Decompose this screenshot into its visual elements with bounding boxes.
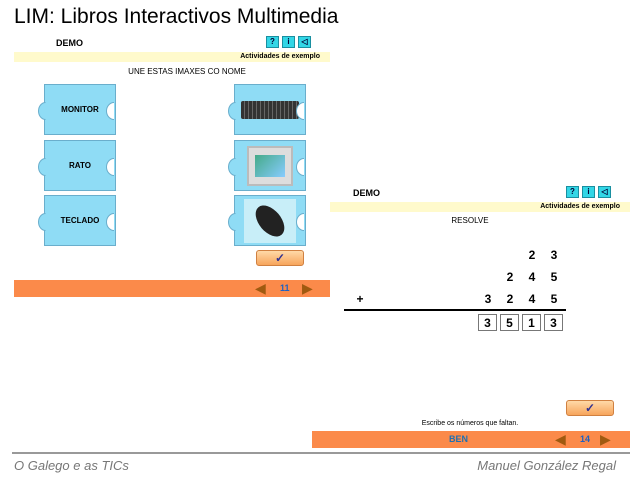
prev-arrow-icon[interactable]: ◀: [255, 280, 266, 296]
digit: [478, 248, 498, 270]
digit: 4: [528, 292, 536, 306]
activity-name: DEMO: [56, 38, 83, 48]
help-icon[interactable]: ?: [266, 36, 279, 48]
toolbar-icons: ? i ◁: [566, 186, 611, 198]
word-piece-rato[interactable]: RATO: [44, 140, 116, 191]
footer-divider: [12, 452, 630, 454]
answer-input[interactable]: 5: [500, 314, 519, 331]
answer-input[interactable]: 3: [544, 314, 563, 331]
answer-input[interactable]: 3: [478, 314, 497, 331]
keyboard-icon: [241, 100, 299, 119]
status-bar: [14, 280, 330, 297]
digit: 2: [506, 270, 514, 284]
digit: 4: [528, 270, 536, 284]
info-icon[interactable]: i: [282, 36, 295, 48]
image-piece-monitor[interactable]: [234, 140, 306, 191]
digit: 5: [550, 292, 558, 306]
word-piece-teclado[interactable]: TECLADO: [44, 195, 116, 246]
app-title: LIM: Libros Interactivos Multimedia: [14, 5, 339, 28]
sound-icon[interactable]: ◁: [598, 186, 611, 198]
next-arrow-icon[interactable]: ▶: [302, 280, 313, 296]
info-icon[interactable]: i: [582, 186, 595, 198]
digit: 2: [506, 292, 514, 306]
digit: 3: [550, 248, 558, 262]
sum-line: [344, 309, 566, 311]
page-number: 14: [580, 434, 591, 444]
next-arrow-icon[interactable]: ▶: [600, 431, 611, 447]
instruction-text: Escribe os números que faltan.: [421, 420, 519, 427]
plus-operator: +: [356, 292, 364, 306]
image-piece-keyboard[interactable]: [234, 84, 306, 135]
check-button[interactable]: ✓: [256, 250, 304, 266]
image-piece-mouse[interactable]: [234, 195, 306, 246]
toolbar-icons: ? i ◁: [266, 36, 311, 48]
digit: [478, 270, 498, 292]
subtitle-bar: Actividades de exemplo: [14, 52, 330, 62]
digit: 3: [484, 292, 492, 306]
digit: 5: [550, 270, 558, 284]
word-piece-monitor[interactable]: MONITOR: [44, 84, 116, 135]
answer-boxes: 3 5 1 3: [478, 314, 563, 331]
footer-left: O Galego e as TICs: [14, 458, 129, 473]
page-number: 11: [280, 283, 290, 293]
help-icon[interactable]: ?: [566, 186, 579, 198]
sound-icon[interactable]: ◁: [298, 36, 311, 48]
monitor-icon: [247, 145, 293, 186]
feedback-text: BEN: [449, 434, 469, 444]
footer-right: Manuel González Regal: [477, 458, 616, 473]
digit: [500, 248, 520, 270]
status-bar: [312, 431, 630, 448]
answer-input[interactable]: 1: [522, 314, 541, 331]
check-button[interactable]: ✓: [566, 400, 614, 416]
prev-arrow-icon[interactable]: ◀: [555, 431, 566, 447]
digit: 2: [528, 248, 536, 262]
activity-prompt: RESOLVE: [451, 216, 489, 225]
activity-prompt: UNE ESTAS IMAXES CO NOME: [128, 67, 246, 76]
subtitle-bar: Actividades de exemplo: [330, 202, 630, 212]
activity-name: DEMO: [353, 188, 380, 198]
mouse-icon: [244, 198, 296, 243]
